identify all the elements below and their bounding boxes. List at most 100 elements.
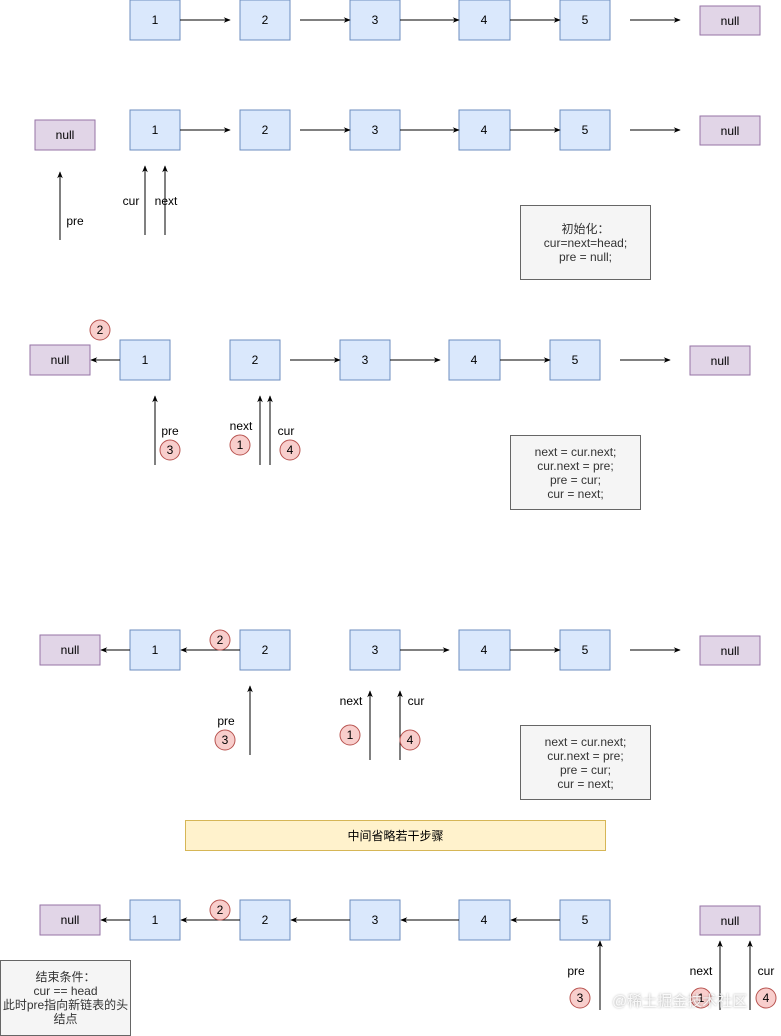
row5-pointer-cur-label: cur — [758, 964, 775, 978]
row3-node-3-label: 3 — [362, 353, 369, 367]
row5-step-1-label: 1 — [698, 991, 705, 1005]
row3-node-5: 5 — [549, 339, 601, 381]
note-iteration-step-2: next = cur.next; cur.next = pre; pre = c… — [520, 725, 651, 800]
skipped-steps-banner: 中间省略若干步骤 — [185, 820, 606, 851]
row3-node-1-label: 1 — [142, 353, 149, 367]
row2-pointer-cur-label: cur — [123, 194, 140, 208]
row1-node-5-label: 5 — [582, 13, 589, 27]
row1-node-2-label: 2 — [262, 13, 269, 27]
row5-node-2-label: 2 — [262, 913, 269, 927]
row3-node-2-label: 2 — [252, 353, 259, 367]
row2-node-1: 1 — [129, 109, 181, 151]
note-iter2-line-3: pre = cur; — [559, 762, 612, 777]
row3-null-left-label: null — [51, 353, 70, 367]
row4-node-2-label: 2 — [262, 643, 269, 657]
row2-pointer-pre-label: pre — [66, 214, 84, 228]
row3-pointer-cur-label: cur — [278, 424, 295, 438]
row3-step-2-label: 2 — [97, 323, 104, 337]
row1-node-3: 3 — [349, 0, 401, 41]
note-init-line-3: pre = null; — [558, 249, 613, 264]
row2-pointer-next-label: next — [155, 194, 178, 208]
row4-step-1-badge: 1 — [339, 724, 361, 746]
row4-step-3-badge: 3 — [214, 729, 236, 751]
row-2-initialization: null 1 2 3 4 5 null pre cur next — [34, 109, 761, 240]
row3-node-1: 1 — [119, 339, 171, 381]
note-iter1-line-3: pre = cur; — [549, 472, 602, 487]
row3-node-3: 3 — [339, 339, 391, 381]
row1-node-5: 5 — [559, 0, 611, 41]
row2-null-right-label: null — [721, 124, 740, 138]
row2-node-2: 2 — [239, 109, 291, 151]
row1-node-1: 1 — [129, 0, 181, 41]
note-init-line-1: 初始化： — [561, 221, 610, 236]
row1-node-1-label: 1 — [152, 13, 159, 27]
row5-null-right: null — [699, 905, 761, 936]
row2-node-4-label: 4 — [481, 123, 488, 137]
row1-null: null — [699, 5, 761, 36]
row3-step-4-label: 4 — [287, 443, 294, 457]
row4-pointer-cur-label: cur — [408, 694, 425, 708]
row4-pointer-next-label: next — [340, 694, 363, 708]
row4-null-left: null — [39, 634, 101, 666]
row5-step-4-badge: 4 — [755, 987, 777, 1009]
row5-node-1: 1 — [129, 899, 181, 941]
row5-step-2-badge: 2 — [209, 899, 231, 921]
note-iteration-step-1: next = cur.next; cur.next = pre; pre = c… — [510, 435, 641, 510]
row4-step-4-badge: 4 — [399, 729, 421, 751]
row5-node-4: 4 — [458, 899, 511, 941]
row2-null-left: null — [34, 119, 96, 151]
row4-node-4: 4 — [458, 629, 511, 671]
row5-step-2-label: 2 — [217, 903, 224, 917]
note-init-line-2: cur=next=head; — [543, 235, 628, 250]
row5-step-4-label: 4 — [763, 991, 770, 1005]
row3-pointer-next-label: next — [230, 419, 253, 433]
note-end-line-4: 结点 — [53, 1012, 78, 1026]
row5-null-right-label: null — [721, 914, 740, 928]
row5-node-5-label: 5 — [582, 913, 589, 927]
row5-node-4-label: 4 — [481, 913, 488, 927]
row1-node-4-label: 4 — [481, 13, 488, 27]
row3-step-1-badge: 1 — [229, 434, 251, 456]
row4-null-right-label: null — [721, 644, 740, 658]
row5-step-1-badge: 1 — [690, 987, 712, 1009]
row4-node-3-label: 3 — [372, 643, 379, 657]
row5-step-3-badge: 3 — [569, 987, 591, 1009]
row3-step-3-badge: 3 — [159, 439, 181, 461]
row3-node-4: 4 — [448, 339, 501, 381]
row3-node-2: 2 — [229, 339, 281, 381]
row4-node-3: 3 — [349, 629, 401, 671]
row1-node-2: 2 — [239, 0, 291, 41]
row3-node-5-label: 5 — [572, 353, 579, 367]
row4-step-1-label: 1 — [347, 728, 354, 742]
row5-node-5: 5 — [559, 899, 611, 941]
row3-null-left: null — [29, 344, 91, 376]
row2-node-3: 3 — [349, 109, 401, 151]
row1-node-3-label: 3 — [372, 13, 379, 27]
row4-null-right: null — [699, 635, 761, 666]
note-iter2-line-2: cur.next = pre; — [547, 748, 624, 763]
row4-node-1-label: 1 — [152, 643, 159, 657]
note-end-line-1: 结束条件： — [35, 970, 96, 984]
row1-node-4: 4 — [458, 0, 511, 41]
row4-step-3-label: 3 — [222, 733, 229, 747]
row2-null-right: null — [699, 115, 761, 146]
row5-null-left-label: null — [61, 913, 80, 927]
row4-node-1: 1 — [129, 629, 181, 671]
row4-node-5-label: 5 — [582, 643, 589, 657]
row4-node-4-label: 4 — [481, 643, 488, 657]
row3-step-1-label: 1 — [237, 438, 244, 452]
row2-node-3-label: 3 — [372, 123, 379, 137]
row4-step-4-label: 4 — [407, 733, 414, 747]
row4-pointer-pre-label: pre — [217, 714, 235, 728]
row4-step-2-label: 2 — [217, 633, 224, 647]
watermark: @稀土掘金技术社区 — [612, 993, 748, 1010]
row3-pointer-pre-label: pre — [161, 424, 179, 438]
row-1-original-list: 1 2 3 4 5 null — [129, 0, 761, 41]
row4-node-5: 5 — [559, 629, 611, 671]
row5-null-left: null — [39, 904, 101, 936]
row4-step-2-badge: 2 — [209, 629, 231, 651]
row5-node-3: 3 — [349, 899, 401, 941]
row3-null-right: null — [689, 345, 751, 376]
note-initialization: 初始化： cur=next=head; pre = null; — [520, 205, 651, 280]
